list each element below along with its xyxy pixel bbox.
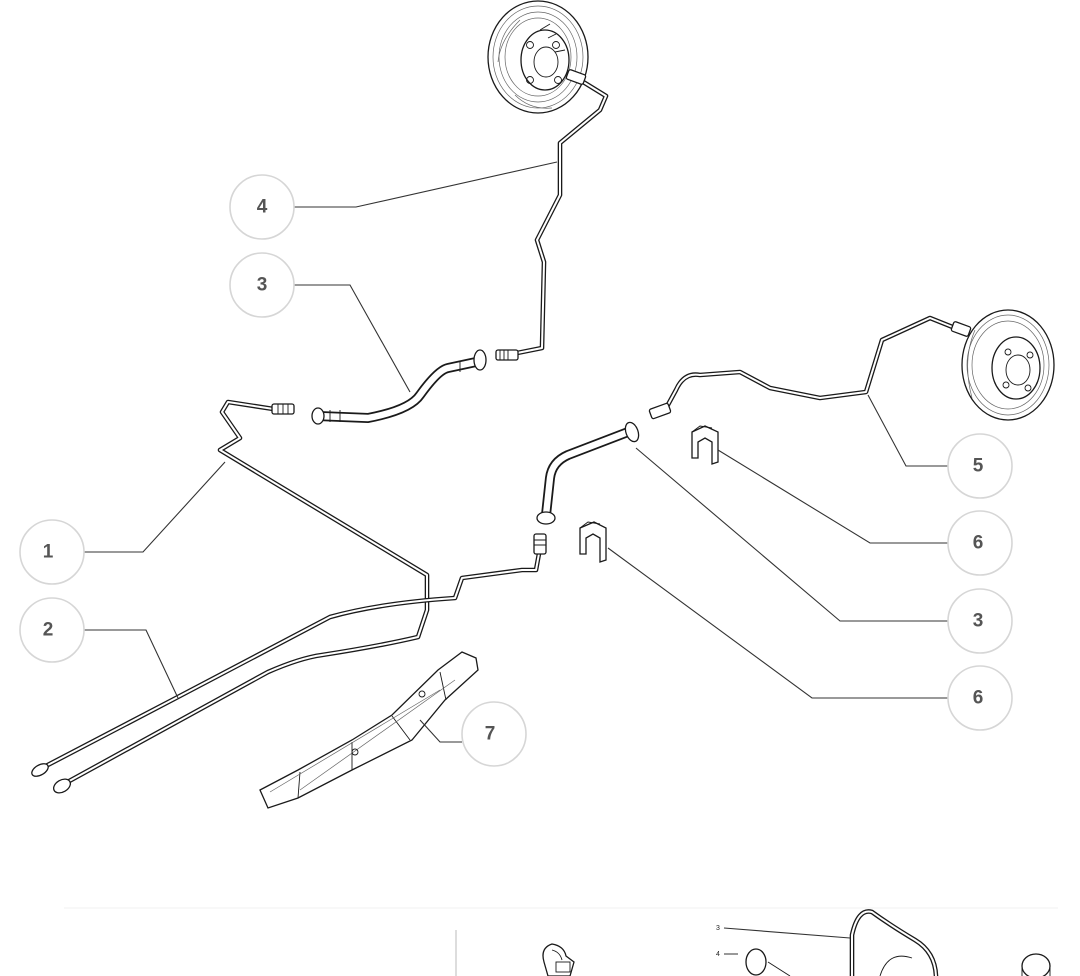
- callout-label: 6: [973, 688, 984, 709]
- callout-label: 1: [43, 542, 54, 563]
- callout-4: 4: [229, 174, 295, 240]
- callout-label: 5: [973, 456, 984, 477]
- callout-6-upper: 6: [947, 510, 1013, 576]
- callout-1: 1: [19, 519, 85, 585]
- pipe-clip-6-lower: [579, 521, 607, 563]
- brake-drum-top: [487, 0, 589, 114]
- thumbnail-part-icon: [542, 943, 575, 976]
- callout-label: 3: [973, 611, 984, 632]
- pipe-clip-6-upper: [691, 425, 719, 465]
- thumbnail-mini-diagram: 3 4: [716, 909, 1051, 976]
- brake-hose-3-upper: [311, 349, 487, 425]
- callout-5: 5: [947, 433, 1013, 499]
- callout-3-upper: 3: [229, 252, 295, 318]
- callout-label: 4: [257, 197, 268, 218]
- thumb-label-3: 3: [716, 925, 720, 932]
- callout-label: 7: [485, 724, 496, 745]
- pipe-bracket-7: [259, 651, 479, 809]
- callout-6-lower: 6: [947, 665, 1013, 731]
- brake-pipe-5: [648, 315, 972, 420]
- callout-3-lower: 3: [947, 588, 1013, 654]
- leader-lines: [84, 161, 948, 743]
- callout-7: 7: [461, 701, 527, 767]
- thumbnail-strip: 3 4: [64, 907, 1058, 976]
- brake-hose-3-lower: [536, 421, 640, 525]
- brake-pipe-2: [31, 533, 547, 777]
- thumb-label-4: 4: [716, 951, 720, 958]
- brake-drum-right: [961, 309, 1055, 421]
- callout-label: 3: [257, 275, 268, 296]
- brake-pipe-1: [52, 399, 430, 794]
- brake-pipe-4: [495, 69, 609, 361]
- callout-2: 2: [19, 597, 85, 663]
- callout-label: 2: [43, 620, 54, 641]
- callout-label: 6: [973, 533, 984, 554]
